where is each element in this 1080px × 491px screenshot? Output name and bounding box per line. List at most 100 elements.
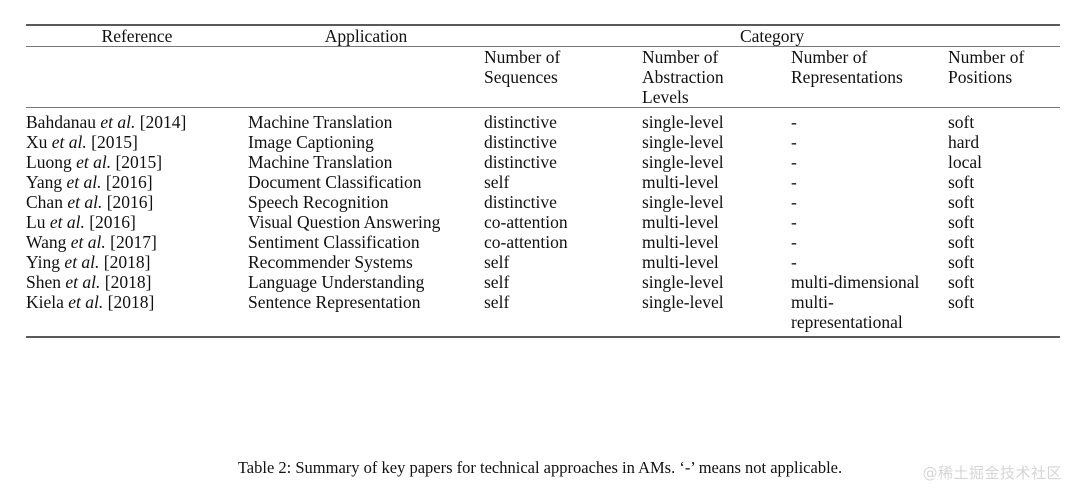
subheader-spacer-reference (26, 47, 248, 107)
cell-number-of-representations: - (791, 232, 797, 252)
cell-number-of-positions: soft (948, 232, 975, 252)
subheader-line-1: Number of (642, 47, 719, 67)
cell-number-of-representations: - (791, 112, 797, 132)
reference-author: Lu (26, 212, 46, 232)
reference-year: [2015] (91, 132, 138, 152)
cell-number-of-representations: multi-dimensional (791, 272, 920, 292)
cell-application: Machine Translation (248, 152, 393, 172)
subheader-line-2: Positions (948, 67, 1013, 87)
table-row: Wang et al. [2017]Sentiment Classifica­t… (26, 232, 1060, 252)
cell-number-of-representations: - (791, 192, 797, 212)
cell-reference: Yang et al. [2016] (26, 172, 248, 192)
cell-number-of-sequences: distinctive (484, 112, 557, 132)
reference-etal: et al. (66, 172, 102, 192)
cell-number-of-abstraction-levels: single-level (642, 152, 724, 172)
cell-number-of-sequences: self (484, 172, 510, 192)
cell-number-of-representations: multi-representational (791, 292, 903, 332)
reference-etal: et al. (70, 232, 106, 252)
reference-year: [2016] (105, 172, 153, 192)
subheader-line-1: Number of (484, 47, 561, 67)
cell-application: Speech Recognition (248, 192, 389, 212)
cell-reference: Ying et al. [2018] (26, 252, 248, 272)
reference-author: Chan (26, 192, 63, 212)
cell-number-of-abstraction-levels: single-level (642, 112, 724, 132)
table-row: Yang et al. [2016]Document Classifica­ti… (26, 172, 1060, 192)
cell-number-of-sequences: distinctive (484, 192, 557, 212)
column-header-number-of-positions: Number of Positions (948, 47, 1060, 107)
cell-number-of-positions: soft (948, 192, 975, 212)
cell-reference: Lu et al. [2016] (26, 212, 248, 232)
cell-number-of-positions: hard (948, 132, 980, 152)
column-header-reference: Reference (101, 26, 173, 46)
header-row-top: Reference Application Category (26, 26, 1060, 46)
cell-application: Machine Translation (248, 112, 393, 132)
cell-number-of-abstraction-levels: multi-level (642, 172, 719, 192)
cell-application: Recommender Sys­tems (248, 252, 413, 272)
reference-author: Kiela (26, 292, 64, 312)
subheader-line-2: Sequences (484, 67, 558, 87)
table-row: Shen et al. [2018]Language Understand­in… (26, 272, 1060, 292)
table-row: Kiela et al. [2018]Sentence Representa­t… (26, 292, 1060, 336)
cell-number-of-sequences: distinctive (484, 152, 557, 172)
subheader-spacer-application (248, 47, 484, 107)
reference-etal: et al. (64, 252, 100, 272)
reference-etal: et al. (51, 132, 87, 152)
column-header-number-of-representations: Number of Representations (791, 47, 948, 107)
summary-table: Reference Application Category (26, 26, 1060, 46)
cell-number-of-sequences: co-attention (484, 212, 568, 232)
subheader-line-2: Representations (791, 67, 903, 87)
column-header-number-of-abstraction-levels: Number of Abstraction Levels (642, 47, 791, 107)
cell-reference: Kiela et al. [2018] (26, 292, 248, 336)
cell-number-of-abstraction-levels: multi-level (642, 252, 719, 272)
cell-reference: Xu et al. [2015] (26, 132, 248, 152)
cell-number-of-abstraction-levels: single-level (642, 292, 724, 312)
reference-author: Wang (26, 232, 67, 252)
reference-author: Luong (26, 152, 72, 172)
column-header-application: Application (324, 26, 408, 46)
reference-author: Shen (26, 272, 61, 292)
cell-application: Sentiment Classifica­tion (248, 232, 420, 252)
cell-application: Document Classifica­tion (248, 172, 422, 192)
cell-number-of-abstraction-levels: single-level (642, 132, 724, 152)
reference-etal: et al. (100, 112, 136, 132)
reference-author: Xu (26, 132, 48, 152)
cell-number-of-abstraction-levels: multi-level (642, 212, 719, 232)
cell-reference: Bahdanau et al. [2014] (26, 108, 248, 132)
cell-reference: Luong et al. [2015] (26, 152, 248, 172)
cell-number-of-representations: - (791, 152, 797, 172)
reference-etal: et al. (49, 212, 85, 232)
cell-number-of-representations: - (791, 132, 797, 152)
reference-author: Bahdanau (26, 112, 96, 132)
subheader-line-2: Abstraction (642, 67, 724, 87)
subheader-line-1: Number of (791, 47, 868, 67)
cell-number-of-positions: local (948, 152, 983, 172)
summary-table-body: Bahdanau et al. [2014]Machine Translatio… (26, 108, 1060, 336)
reference-etal: et al. (65, 272, 101, 292)
header-row-sub: Number of Sequences Number of Abstractio… (26, 47, 1060, 107)
subheader-line-3: Levels (642, 87, 689, 107)
reference-etal: et al. (67, 192, 103, 212)
subheader-line-1: Number of (948, 47, 1025, 67)
table-body: Bahdanau et al. [2014]Machine Translatio… (26, 108, 1060, 336)
cell-reference: Shen et al. [2018] (26, 272, 248, 292)
reference-year: [2018] (103, 252, 151, 272)
table-top-rule (26, 24, 1060, 26)
table-row: Bahdanau et al. [2014]Machine Translatio… (26, 108, 1060, 132)
cell-application: Image Captioning (248, 132, 374, 152)
reference-year: [2016] (106, 192, 154, 212)
cell-number-of-positions: soft (948, 272, 975, 292)
cell-application: Sentence Representa­tion (248, 292, 421, 312)
cell-number-of-positions: soft (948, 252, 975, 272)
reference-etal: et al. (76, 152, 112, 172)
cell-number-of-sequences: self (484, 272, 510, 292)
table-row: Lu et al. [2016]Visual Question An­sweri… (26, 212, 1060, 232)
cell-number-of-sequences: co-attention (484, 232, 568, 252)
table-caption: Table 2: Summary of key papers for techn… (237, 458, 843, 477)
reference-year: [2016] (89, 212, 136, 232)
reference-author: Yang (26, 172, 63, 192)
reference-author: Ying (26, 252, 61, 272)
cell-number-of-abstraction-levels: single-level (642, 272, 724, 292)
